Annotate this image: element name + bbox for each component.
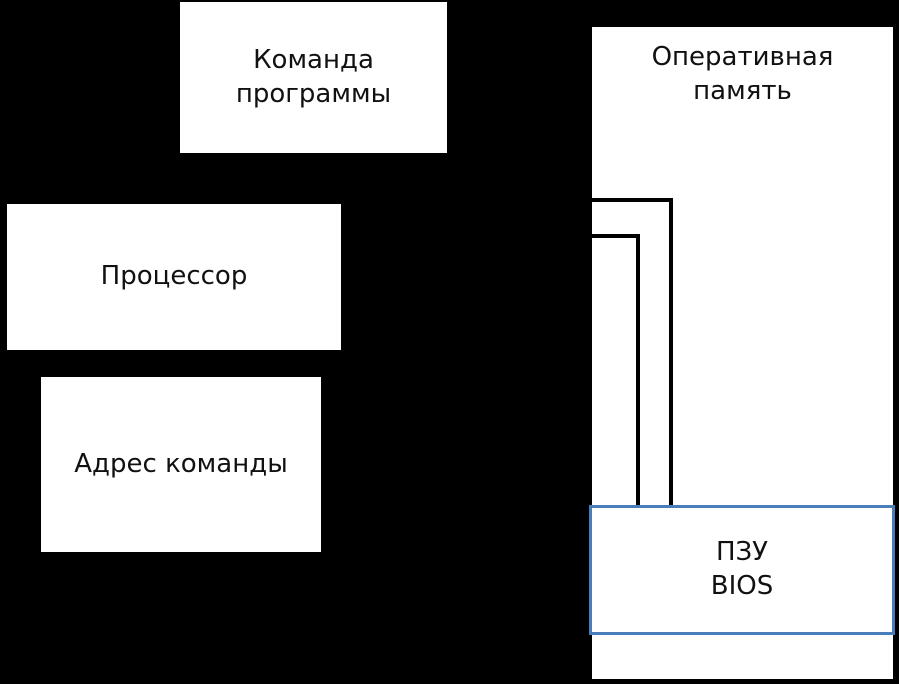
command-block: Команда программы [180,2,447,153]
ram-label: Оперативная память [651,42,834,106]
processor-label: Процессор [100,261,248,292]
connector-inner [592,234,640,506]
connector-outer [592,198,673,506]
address-label: Адрес команды [74,448,288,479]
address-block: Адрес команды [41,377,321,552]
processor-block: Процессор [7,204,341,350]
rom-label: ПЗУ BIOS [710,537,774,601]
command-label: Команда программы [235,44,392,109]
rom-bios-block: ПЗУ BIOS [589,505,895,635]
